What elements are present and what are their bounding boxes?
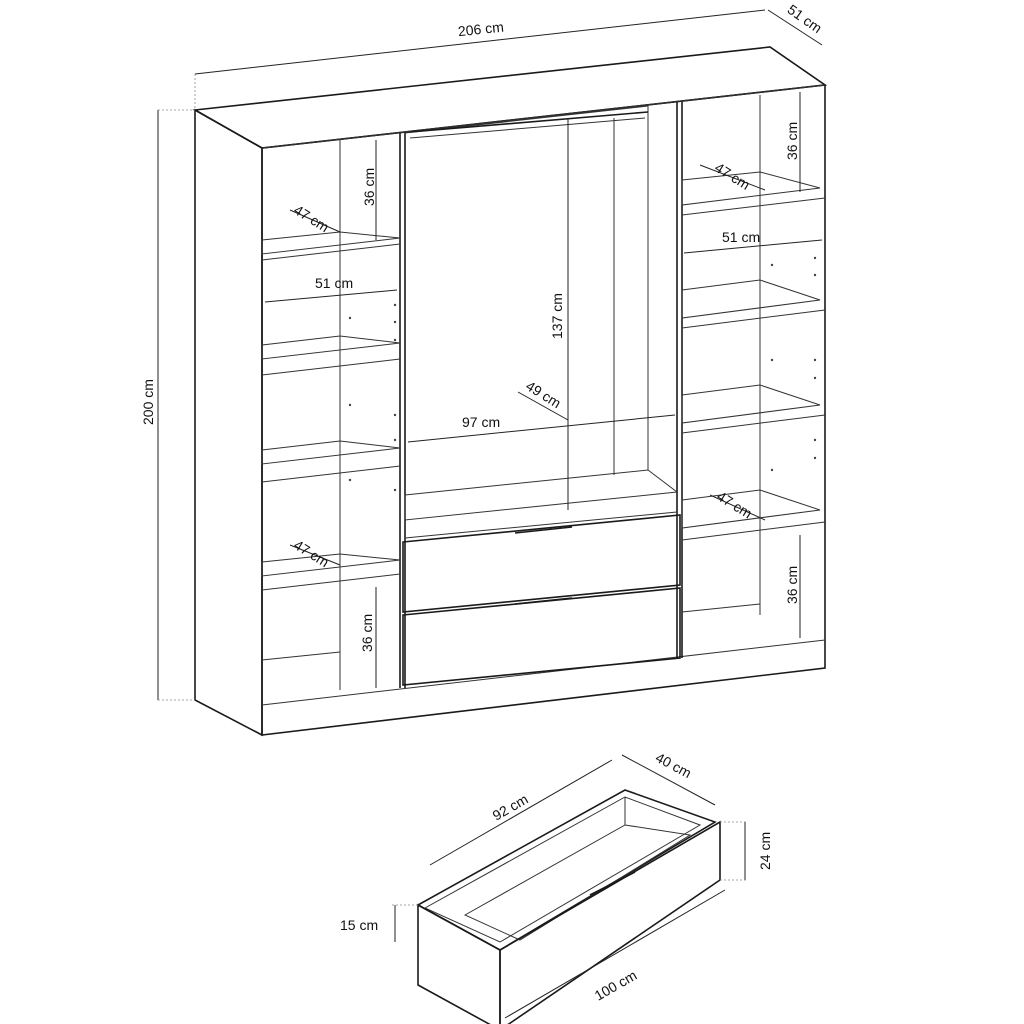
right-width-label: 51 cm (722, 229, 760, 245)
drawer-front-width-label: 100 cm (592, 967, 640, 1004)
depth-label: 51 cm (785, 1, 825, 36)
right-bottom-height-label: 36 cm (784, 566, 800, 604)
left-top-depth-label: 47 cm (291, 201, 332, 235)
drawer-side-height-label: 15 cm (340, 917, 378, 933)
left-top-height-label: 36 cm (361, 168, 377, 206)
hanging-height-label: 137 cm (549, 293, 565, 339)
right-top-depth-label: 47 cm (712, 159, 753, 193)
hanging-width-label: 97 cm (462, 414, 500, 430)
drawer-detail (392, 754, 748, 1024)
width-label: 206 cm (457, 19, 504, 40)
wardrobe-drawers (402, 514, 681, 686)
shelf-peg-holes (348, 256, 817, 492)
dimension-labels: 206 cm 51 cm 200 cm 36 cm 47 cm 51 cm 47… (140, 1, 825, 1004)
left-bottom-height-label: 36 cm (359, 614, 375, 652)
right-top-height-label: 36 cm (784, 122, 800, 160)
drawer-front-height-label: 24 cm (757, 832, 773, 870)
dimension-lines (157, 9, 823, 701)
height-label: 200 cm (140, 379, 156, 425)
left-bottom-depth-label: 47 cm (291, 536, 332, 570)
drawer-depth-label: 40 cm (653, 749, 694, 781)
right-shelves (681, 95, 826, 615)
left-width-label: 51 cm (315, 275, 353, 291)
wardrobe-outline (192, 46, 828, 737)
